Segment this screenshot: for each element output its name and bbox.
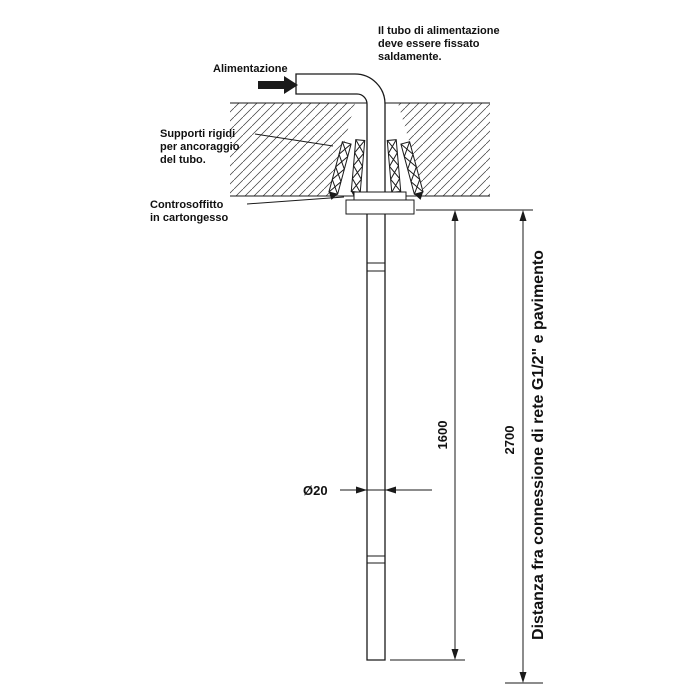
arrow-up-1600-icon — [451, 210, 459, 221]
diameter-label: Ø20 — [303, 483, 328, 498]
controsoffitto-line-1: Controsoffitto — [150, 199, 224, 211]
note-line-1: Il tubo di alimentazione — [378, 25, 500, 37]
ceiling-flange — [345, 191, 415, 215]
flange-plate — [345, 199, 415, 215]
alimentazione-label: Alimentazione — [213, 63, 288, 75]
dimension-1600: 1600 — [390, 209, 533, 661]
dimension-2700: 2700 Distanza fra connessione di rete G1… — [502, 210, 547, 684]
false-ceiling-leader-line — [246, 196, 345, 205]
note-line-2: deve essere fissato — [378, 38, 480, 50]
arrow-down-1600-icon — [451, 649, 459, 660]
arrow-up-2700-icon — [519, 210, 527, 221]
fixing-note: Il tubo di alimentazione deve essere fis… — [378, 25, 500, 63]
diameter-arrow-right-icon — [385, 486, 396, 494]
supporti-line-1: Supporti rigidi — [160, 128, 235, 140]
dim-2700-label: 2700 — [502, 426, 517, 455]
arrow-down-2700-icon — [519, 672, 527, 683]
supply-pipe — [295, 73, 386, 661]
supports-callout: Supporti rigidi per ancoraggio del tubo. — [160, 128, 334, 166]
supporti-line-2: per ancoraggio — [160, 141, 240, 153]
supporti-line-3: del tubo. — [160, 154, 206, 166]
distanza-label: Distanza fra connessione di rete G1/2" e… — [530, 250, 547, 640]
diameter-arrow-left-icon — [356, 486, 367, 494]
pipe-couplings — [367, 262, 385, 564]
controsoffitto-line-2: in cartongesso — [150, 212, 229, 224]
false-ceiling-callout: Controsoffitto in cartongesso — [150, 196, 345, 224]
supports-leader-line — [254, 133, 334, 147]
diameter-dimension: Ø20 — [303, 483, 432, 498]
supply-arrow-icon — [258, 76, 298, 94]
supply-callout: Alimentazione — [213, 63, 298, 94]
flange-step — [353, 191, 407, 201]
dim-1600-label: 1600 — [435, 421, 450, 450]
note-line-3: saldamente. — [378, 51, 442, 63]
